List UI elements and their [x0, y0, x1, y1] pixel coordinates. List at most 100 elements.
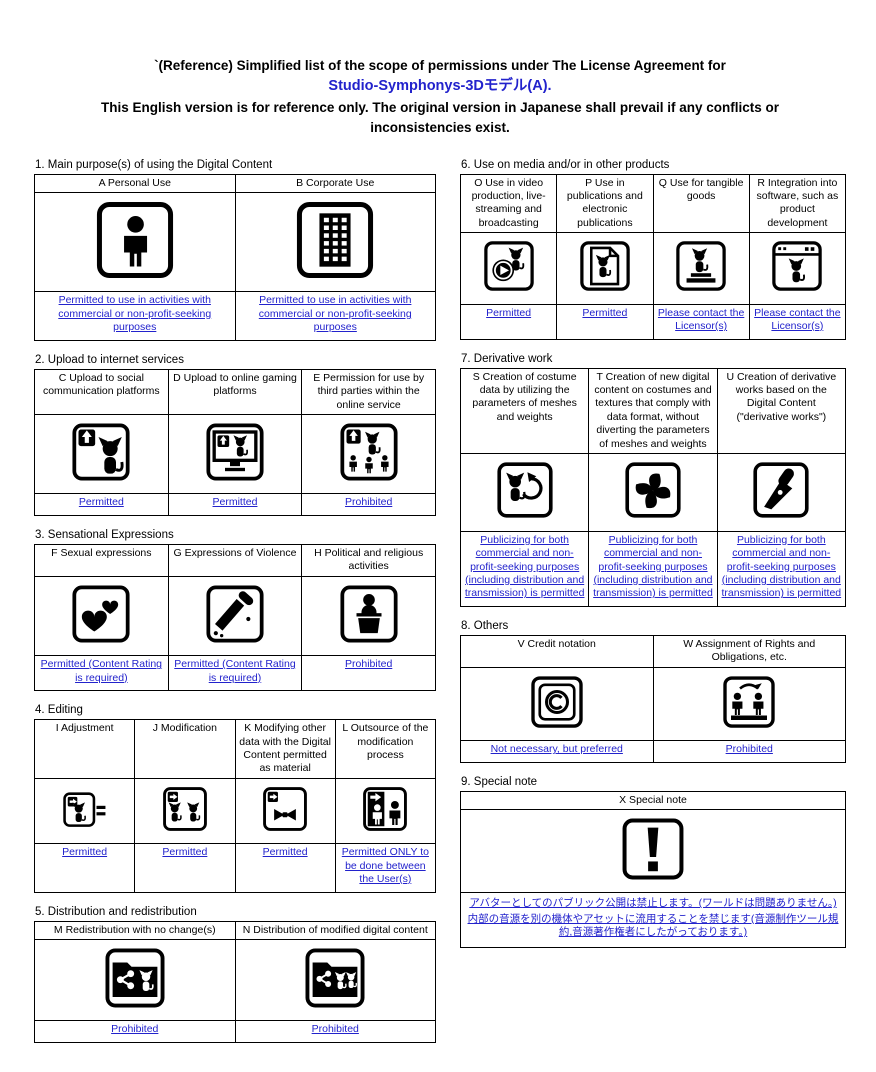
cell-header: V Credit notation	[460, 634, 654, 668]
section-sensational: 3. Sensational Expressions F Sexual expre…	[34, 528, 436, 692]
redistribution-icon	[104, 947, 166, 1009]
cell-icon	[33, 777, 136, 845]
title-line-1: `(Reference) Simplified list of the scop…	[154, 58, 726, 73]
cell-icon	[459, 453, 590, 532]
cell-status: Prohibited	[652, 740, 846, 763]
cell-header: B Corporate Use	[234, 173, 436, 193]
section-heading: 3. Sensational Expressions	[35, 528, 174, 541]
outsource-icon	[362, 786, 408, 832]
modification-icon	[162, 786, 208, 832]
cell-status: Permitted	[33, 843, 136, 893]
exclamation-icon	[621, 817, 685, 881]
cell-status: Permitted (Content Rating is required)	[167, 655, 303, 692]
cell-status: Permitted	[459, 303, 558, 340]
cell-status: Permitted	[167, 493, 303, 516]
upload-gaming-icon	[205, 422, 265, 482]
cell-status: Publicizing for both commercial and non-…	[716, 530, 847, 607]
tangible-goods-icon	[675, 240, 727, 292]
cell-status: Permitted	[34, 493, 169, 516]
cell-icon	[334, 777, 437, 845]
cell-status: Permitted	[556, 303, 654, 340]
section-distribution: 5. Distribution and redistribution M Redi…	[34, 906, 436, 1043]
cell-icon	[460, 666, 654, 742]
cell-header: U Creation of derivative works based on …	[716, 367, 847, 455]
section-heading: 5. Distribution and redistribution	[35, 905, 197, 918]
hearts-icon	[71, 584, 131, 644]
cell-header: L Outsource of the modification process	[334, 719, 437, 779]
title-product-name: Studio-Symphonys-3Dモデル(A).	[328, 78, 552, 95]
person-icon	[95, 200, 175, 280]
costume-data-icon	[496, 461, 554, 519]
cell-icon	[34, 575, 169, 657]
cell-header: O Use in video production, live-streamin…	[459, 173, 558, 234]
cell-status: Please contact the Licensor(s)	[652, 303, 750, 340]
section-media-products: 6. Use on media and/or in other products…	[459, 158, 847, 340]
adjustment-icon	[62, 786, 108, 832]
cell-header: D Upload to online gaming platforms	[167, 368, 303, 416]
cell-icon	[167, 575, 303, 657]
special-note-text: 内部の音源を別の機体やアセットに流用することを禁じます(音源制作ツール規約,音源…	[467, 912, 839, 939]
cell-header: M Redistribution with no change(s)	[34, 920, 236, 941]
document-title: `(Reference) Simplified list of the scop…	[34, 56, 846, 139]
cell-header: P Use in publications and electronic pub…	[556, 173, 654, 234]
third-party-use-icon	[339, 422, 399, 482]
cell-header: C Upload to social communication platfor…	[34, 368, 169, 416]
cell-icon	[301, 575, 436, 657]
section-heading: 7. Derivative work	[461, 352, 553, 365]
title-line-3: This English version is for reference on…	[101, 100, 779, 115]
content-columns: 1. Main purpose(s) of using the Digital …	[33, 158, 847, 1056]
left-column: 1. Main purpose(s) of using the Digital …	[33, 159, 437, 1056]
modified-distribution-icon	[304, 947, 366, 1009]
permissions-table: O Use in video production, live-streamin…	[459, 173, 847, 340]
section-heading: 6. Use on media and/or in other products	[461, 158, 670, 171]
cell-status: Permitted to use in activities with comm…	[234, 291, 436, 341]
cell-icon	[234, 938, 436, 1022]
cell-icon	[34, 191, 236, 293]
cell-header: H Political and religious activities	[301, 543, 436, 577]
permissions-table: C Upload to social communication platfor…	[34, 368, 436, 516]
cell-icon	[652, 666, 846, 742]
cell-icon	[716, 453, 847, 532]
cell-header: E Permission for use by third parties wi…	[301, 368, 436, 416]
cell-icon	[652, 232, 750, 305]
cell-status: Permitted (Content Rating is required)	[34, 655, 169, 692]
cell-icon	[234, 191, 436, 293]
cell-icon	[556, 232, 654, 305]
publication-icon	[579, 240, 631, 292]
section-heading: 8. Others	[461, 619, 509, 632]
cell-status: Not necessary, but preferred	[460, 740, 654, 763]
cell-status: Publicizing for both commercial and non-…	[588, 530, 718, 607]
podium-speech-icon	[339, 584, 399, 644]
software-integration-icon	[771, 240, 823, 292]
cell-icon	[459, 232, 558, 305]
section-heading: 9. Special note	[461, 775, 538, 788]
cell-status: Please contact the Licensor(s)	[748, 303, 847, 340]
cell-icon	[748, 232, 847, 305]
rights-assignment-icon	[722, 675, 776, 729]
special-note-text: アバターとしてのパブリック公開は禁止します。(ワールドは問題ありません。)	[469, 897, 837, 910]
cell-header: F Sexual expressions	[34, 543, 169, 577]
cell-icon	[134, 777, 236, 845]
cell-header: R Integration into software, such as pro…	[748, 173, 847, 234]
cell-icon	[588, 453, 718, 532]
cell-status: Prohibited	[234, 1020, 436, 1043]
upload-social-icon	[71, 422, 131, 482]
cell-status: Permitted	[234, 843, 336, 893]
cell-header: K Modifying other data with the Digital …	[234, 719, 336, 779]
video-production-icon	[483, 240, 535, 292]
cell-icon	[234, 777, 336, 845]
cell-header: W Assignment of Rights and Obligations, …	[652, 634, 846, 668]
title-line-4: inconsistencies exist.	[370, 120, 510, 136]
cell-header: Q Use for tangible goods	[652, 173, 750, 234]
modify-other-data-icon	[262, 786, 308, 832]
cell-icon	[460, 808, 846, 894]
cell-status: Prohibited	[34, 1020, 236, 1043]
